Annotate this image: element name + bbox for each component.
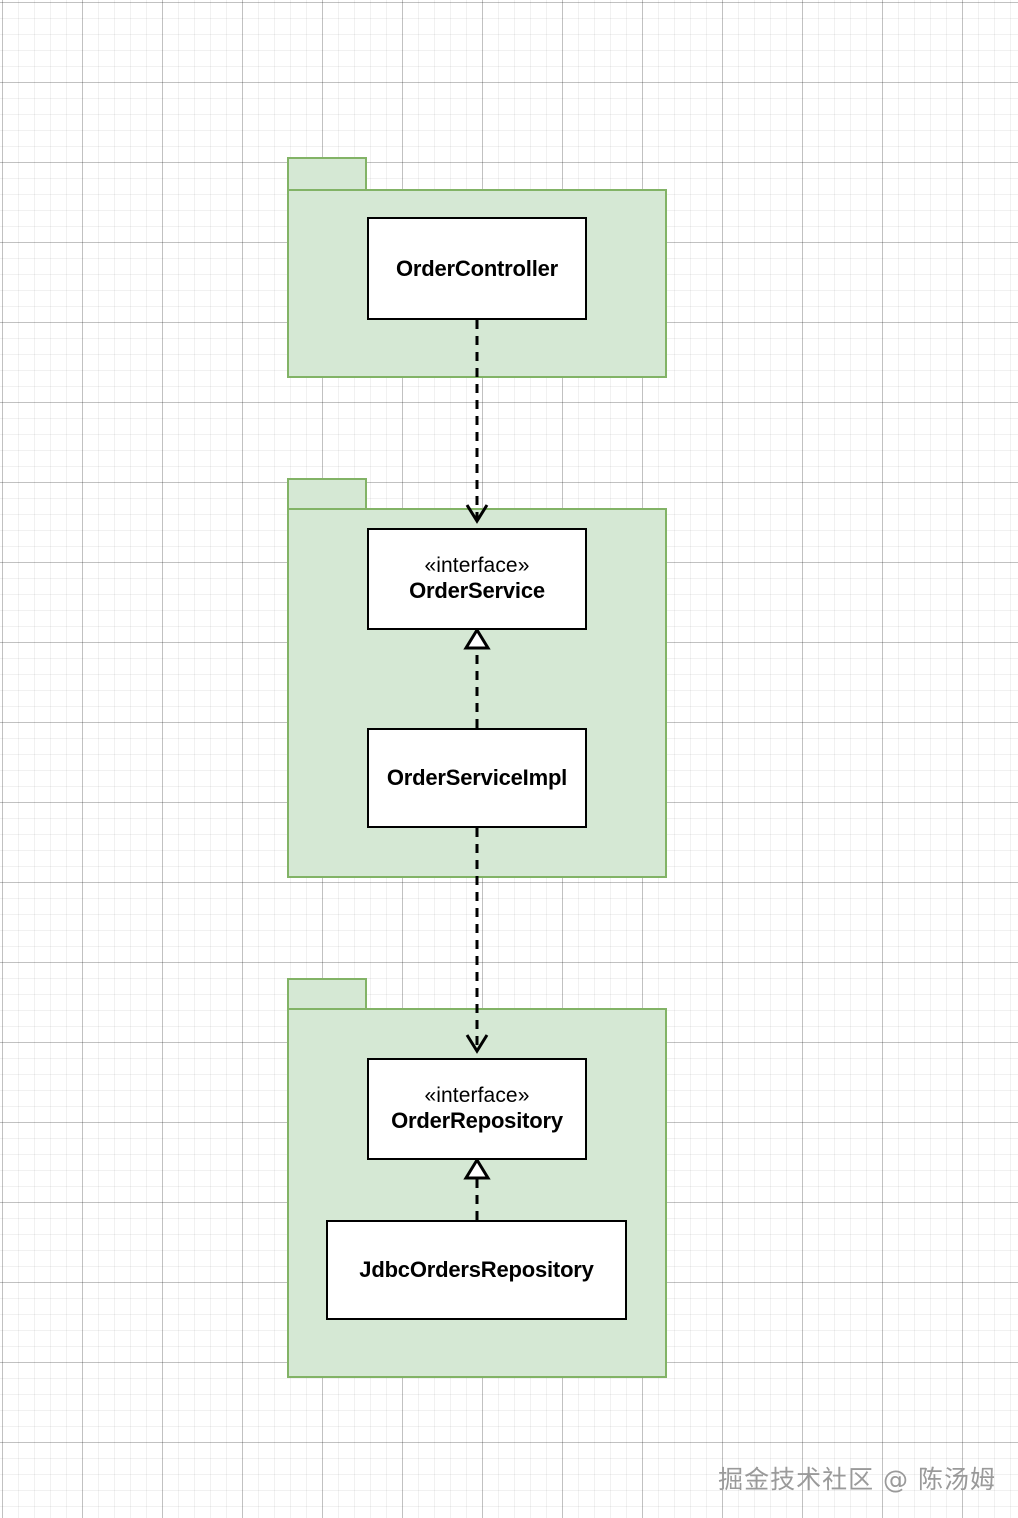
class-name-order-controller: OrderController bbox=[395, 255, 559, 281]
package-tab-service bbox=[287, 478, 367, 509]
class-stereotype-order-service: «interface» bbox=[424, 553, 530, 577]
class-name-jdbc-orders-repository: JdbcOrdersRepository bbox=[359, 1257, 594, 1283]
class-name-order-service: OrderService bbox=[409, 578, 545, 604]
package-tab-controller bbox=[287, 157, 367, 190]
class-box-order-repository[interactable]: «interface» OrderRepository bbox=[367, 1058, 587, 1160]
class-box-order-service-impl[interactable]: OrderServiceImpl bbox=[367, 728, 587, 828]
class-stereotype-order-repository: «interface» bbox=[424, 1083, 530, 1107]
package-tab-repository bbox=[287, 978, 367, 1009]
class-box-jdbc-orders-repository[interactable]: JdbcOrdersRepository bbox=[326, 1220, 627, 1320]
class-name-order-repository: OrderRepository bbox=[391, 1108, 563, 1134]
watermark-text: 掘金技术社区 @ 陈汤姆 bbox=[718, 1465, 996, 1494]
class-box-order-controller[interactable]: OrderController bbox=[367, 217, 587, 320]
class-box-order-service[interactable]: «interface» OrderService bbox=[367, 528, 587, 630]
class-name-order-service-impl: OrderServiceImpl bbox=[386, 765, 568, 791]
